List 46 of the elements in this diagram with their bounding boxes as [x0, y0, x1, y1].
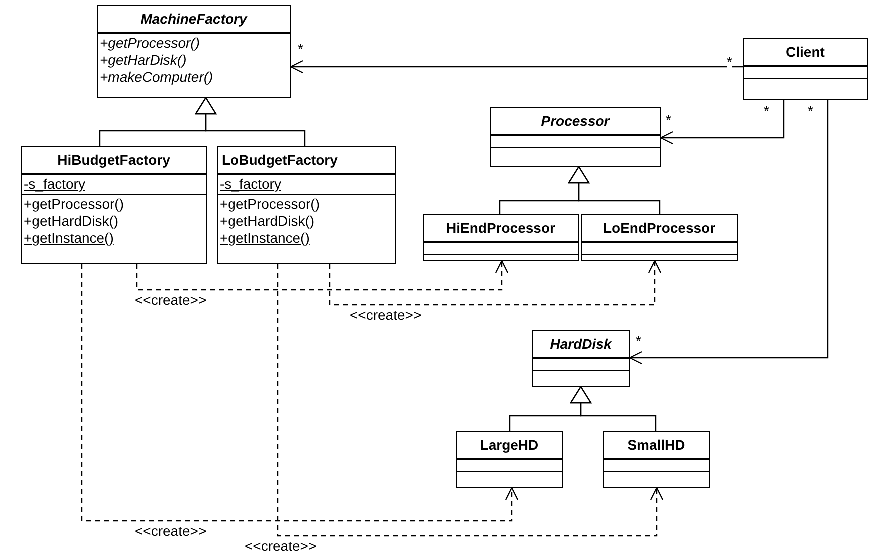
- method-text: +getHardDisk(): [220, 213, 316, 230]
- association-arrow: [290, 60, 743, 74]
- class-box: [423, 214, 579, 261]
- dependency-arrow: [81, 264, 519, 522]
- class-name: LargeHD: [480, 437, 539, 453]
- class-name: HiBudgetFactory: [58, 152, 170, 168]
- stereotype-label: <<create>>: [245, 539, 317, 554]
- class-name: Processor: [541, 113, 610, 129]
- stereotype-label: <<create>>: [135, 293, 207, 308]
- generalization-arrow: [570, 386, 657, 431]
- method-text: +getProcessor(): [220, 196, 321, 213]
- class-name: LoBudgetFactory: [222, 152, 338, 168]
- method-text: +getHardDisk(): [24, 213, 120, 230]
- class-box: [603, 431, 710, 488]
- generalization-arrow: [568, 166, 661, 214]
- class-box: [490, 107, 661, 167]
- method-text: +getInstance(): [220, 230, 311, 247]
- stereotype-label: <<create>>: [135, 524, 207, 539]
- class-box: [456, 431, 563, 488]
- class-name: MachineFactory: [140, 11, 248, 27]
- class-name: LoEndProcessor: [603, 220, 716, 236]
- method-text: +makeComputer(): [100, 69, 214, 86]
- class-box: [581, 214, 738, 261]
- method-text: +getInstance(): [24, 230, 115, 247]
- class-name: Client: [786, 44, 825, 60]
- association-arrow: [629, 100, 829, 365]
- generalization-arrow: [195, 97, 306, 146]
- attribute-text: -s_factory: [220, 176, 282, 193]
- method-text: +getProcessor(): [24, 196, 125, 213]
- method-text: +getProcessor(): [100, 35, 201, 52]
- association-arrow: [660, 100, 785, 145]
- class-box: [217, 146, 396, 264]
- class-name: HiEndProcessor: [446, 220, 556, 236]
- class-name: HardDisk: [550, 336, 612, 352]
- stereotype-label: <<create>>: [350, 308, 422, 323]
- multiplicity-label: *: [727, 55, 732, 70]
- class-box: [21, 146, 207, 264]
- method-text: +getHarDisk(): [100, 52, 188, 69]
- class-box: [743, 38, 868, 100]
- attribute-text: -s_factory: [24, 176, 86, 193]
- class-name: SmallHD: [628, 437, 686, 453]
- dependency-arrow: [136, 260, 509, 291]
- class-box: [532, 330, 630, 387]
- dependency-arrow: [277, 264, 664, 537]
- dependency-arrow: [329, 260, 662, 306]
- class-box: [97, 5, 291, 98]
